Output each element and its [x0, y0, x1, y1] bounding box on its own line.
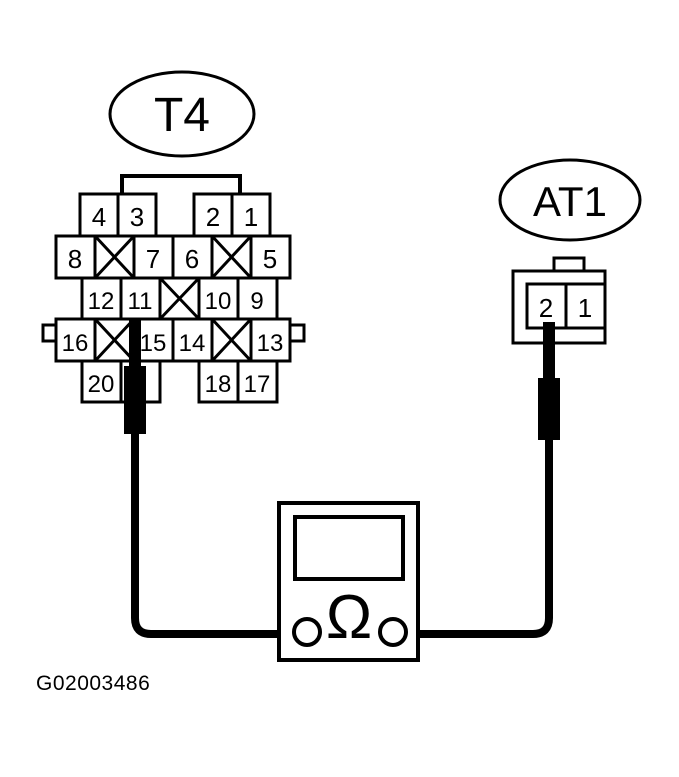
t4-row-1: 4 3 2 1	[78, 192, 272, 240]
t4-pin-label-11: 11	[128, 288, 153, 315]
at1-balloon-label: AT1	[533, 178, 607, 225]
t4-pin-label-6: 6	[185, 244, 199, 274]
t4-row-4: 16 15 14 13	[41, 317, 306, 363]
t4-balloon-outline	[108, 70, 256, 158]
at1-pin-label-1: 1	[578, 293, 592, 323]
wire-at1-to-meter	[400, 400, 553, 638]
meter-left-terminal[interactable]	[292, 617, 322, 647]
t4-pin-cell-11[interactable]	[119, 276, 162, 321]
t4-pin-label-20: 20	[88, 371, 115, 398]
t4-pin-label-14: 14	[179, 330, 206, 357]
t4-pin-label-16: 16	[62, 330, 89, 357]
t4-pin-label-8: 8	[68, 244, 82, 274]
t4-pin-label-17: 17	[244, 371, 271, 398]
t4-pin-label-1: 1	[244, 202, 258, 232]
connector-t4[interactable]: T4 4 3 2 1 8	[41, 70, 306, 434]
t4-pin-label-18: 18	[205, 371, 232, 398]
connector-at1[interactable]: AT1 2 1	[498, 158, 642, 440]
ohmmeter[interactable]: Ω	[277, 501, 420, 662]
at1-pin-cell-1[interactable]	[564, 282, 607, 330]
t4-pin-cell-5[interactable]	[249, 234, 292, 280]
meter-right-terminal[interactable]	[378, 617, 408, 647]
t4-blocked-cell-r3-c3	[158, 276, 201, 321]
t4-pin-label-2: 2	[206, 202, 220, 232]
t4-pin-label-15: 15	[140, 330, 167, 357]
t4-pin-label-9: 9	[250, 288, 263, 315]
t4-row-5: 20 18 17	[80, 359, 279, 404]
t4-row-2: 8 7 6 5	[54, 234, 292, 280]
t4-pin-cell-17[interactable]	[236, 359, 279, 404]
t4-pin-cell-16[interactable]	[54, 317, 97, 363]
at1-probe-pin-shaft	[543, 322, 555, 382]
t4-pin-cell-6[interactable]	[171, 234, 214, 280]
t4-pin-label-10: 10	[205, 288, 232, 315]
at1-probe-boot	[538, 378, 560, 440]
t4-row-3: 12 11 10 9	[80, 276, 279, 321]
t4-blocked-cell-r2-c5	[210, 234, 253, 280]
at1-probe-lead	[538, 322, 560, 440]
t4-probe-boot	[124, 366, 146, 434]
t4-pin-cell-18[interactable]	[197, 359, 240, 404]
t4-pin-label-5: 5	[263, 244, 277, 274]
t4-label-balloon: T4	[108, 70, 256, 158]
t4-blocked-cell-r4-c2	[93, 317, 136, 363]
meter-ohm-symbol: Ω	[326, 583, 372, 652]
t4-pin-label-7: 7	[146, 244, 160, 274]
at1-pin-label-2: 2	[539, 293, 553, 323]
at1-balloon-outline	[498, 158, 642, 242]
t4-pin-cell-3[interactable]	[116, 192, 158, 240]
t4-balloon-label: T4	[154, 89, 210, 142]
t4-probe-lead	[124, 320, 146, 434]
t4-blocked-cell-r4-c5	[210, 317, 253, 363]
t4-pin-label-4: 4	[92, 202, 106, 232]
at1-label-balloon: AT1	[498, 158, 642, 242]
t4-pin-label-13: 13	[257, 330, 284, 357]
t4-pin-label-3: 3	[130, 202, 144, 232]
meter-display	[293, 515, 405, 581]
t4-pin-cell-10[interactable]	[197, 276, 240, 321]
figure-caption: G02003486	[36, 672, 151, 695]
t4-pin-label-12: 12	[88, 288, 115, 315]
wire-layer	[131, 400, 553, 638]
t4-blocked-cell-r2-c2	[93, 234, 136, 280]
t4-top-latch-tab	[120, 174, 242, 196]
t4-pin-cell-8[interactable]	[54, 234, 97, 280]
wire-t4-to-meter	[131, 400, 300, 638]
t4-pin-cell-9[interactable]	[236, 276, 279, 321]
t4-probe-pin-shaft	[129, 320, 141, 370]
